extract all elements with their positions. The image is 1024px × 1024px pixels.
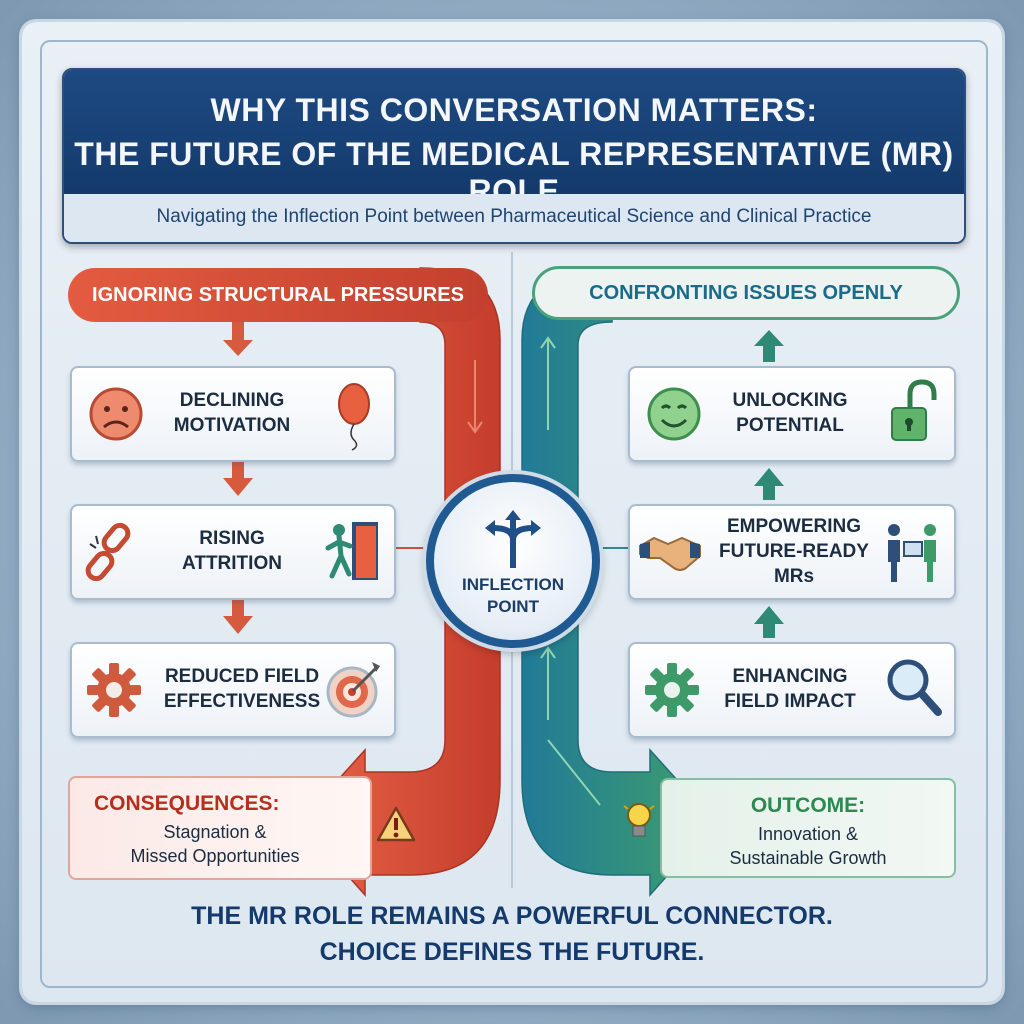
right-heading-pill: CONFRONTING ISSUES OPENLY bbox=[532, 266, 960, 320]
inflection-point-label: INFLECTION POINT bbox=[462, 575, 564, 616]
green-flow-arrow bbox=[521, 267, 717, 897]
footer-line-1: THE MR ROLE REMAINS A POWERFUL CONNECTOR… bbox=[191, 902, 833, 930]
outcome-box: OUTCOME: Innovation & Sustainable Growth bbox=[660, 778, 956, 878]
down-arrow-icon bbox=[223, 600, 253, 634]
title-line-1: WHY THIS CONVERSATION MATTERS: bbox=[210, 92, 818, 128]
outcome-text: Innovation & Sustainable Growth bbox=[729, 824, 887, 868]
lightbulb-icon bbox=[623, 803, 655, 837]
balloon-icon bbox=[338, 383, 370, 451]
card-rising-attrition: RISING ATTRITION bbox=[70, 504, 396, 600]
consequences-title: CONSEQUENCES: bbox=[94, 792, 280, 815]
card-label: ENHANCING FIELD IMPACT bbox=[724, 666, 856, 712]
footer-line-2: CHOICE DEFINES THE FUTURE. bbox=[319, 938, 705, 966]
card-label: RISING ATTRITION bbox=[182, 528, 282, 574]
open-padlock-icon bbox=[891, 379, 937, 441]
gear-icon bbox=[645, 663, 699, 717]
split-arrows-icon bbox=[485, 510, 541, 568]
left-step-arrows bbox=[223, 322, 253, 634]
down-arrow-icon bbox=[223, 322, 253, 356]
target-icon bbox=[326, 662, 380, 718]
card-label: DECLINING MOTIVATION bbox=[173, 390, 291, 436]
magnifier-icon bbox=[887, 659, 942, 716]
right-step-arrows bbox=[754, 330, 784, 638]
green-channel-up-arrow bbox=[540, 336, 601, 806]
card-empowering-mrs: EMPOWERING FUTURE-READY MRs bbox=[628, 504, 956, 600]
up-arrow-icon bbox=[754, 330, 784, 362]
subtitle-bar: Navigating the Inflection Point between … bbox=[64, 194, 964, 242]
card-unlocking-potential: UNLOCKING POTENTIAL bbox=[628, 366, 956, 462]
card-reduced-effectiveness: REDUCED FIELD EFFECTIVENESS bbox=[70, 642, 396, 738]
inner-frame bbox=[40, 40, 988, 988]
inflection-point-circle: INFLECTION POINT bbox=[426, 474, 600, 648]
card-label: REDUCED FIELD EFFECTIVENESS bbox=[163, 666, 321, 712]
gear-icon bbox=[87, 663, 141, 717]
subtitle: Navigating the Inflection Point between … bbox=[156, 206, 872, 227]
smiley-face-icon bbox=[647, 387, 701, 441]
consequences-box: CONSEQUENCES: Stagnation & Missed Opport… bbox=[68, 776, 372, 880]
sad-face-icon bbox=[89, 387, 143, 441]
warning-icon bbox=[376, 806, 416, 842]
card-label: EMPOWERING FUTURE-READY MRs bbox=[719, 516, 869, 587]
left-heading-pill: IGNORING STRUCTURAL PRESSURES bbox=[68, 268, 488, 322]
down-arrow-icon bbox=[223, 462, 253, 496]
outcome-title: OUTCOME: bbox=[750, 794, 866, 817]
red-channel-down-arrow bbox=[467, 360, 483, 434]
consequences-text: Stagnation & Missed Opportunities bbox=[130, 822, 300, 866]
handshake-icon bbox=[639, 536, 701, 571]
person-exiting-door-icon bbox=[325, 522, 378, 580]
header-title-area: WHY THIS CONVERSATION MATTERS: THE FUTUR… bbox=[64, 70, 964, 209]
up-arrow-icon bbox=[754, 468, 784, 500]
card-declining-motivation: DECLINING MOTIVATION bbox=[70, 366, 396, 462]
card-label: UNLOCKING POTENTIAL bbox=[732, 390, 848, 436]
card-enhancing-field-impact: ENHANCING FIELD IMPACT bbox=[628, 642, 956, 738]
people-collaborating-icon bbox=[888, 524, 936, 582]
broken-chain-icon bbox=[85, 522, 131, 582]
up-arrow-icon bbox=[754, 606, 784, 638]
header-banner: WHY THIS CONVERSATION MATTERS: THE FUTUR… bbox=[62, 68, 966, 244]
red-flow-arrow bbox=[298, 267, 501, 897]
